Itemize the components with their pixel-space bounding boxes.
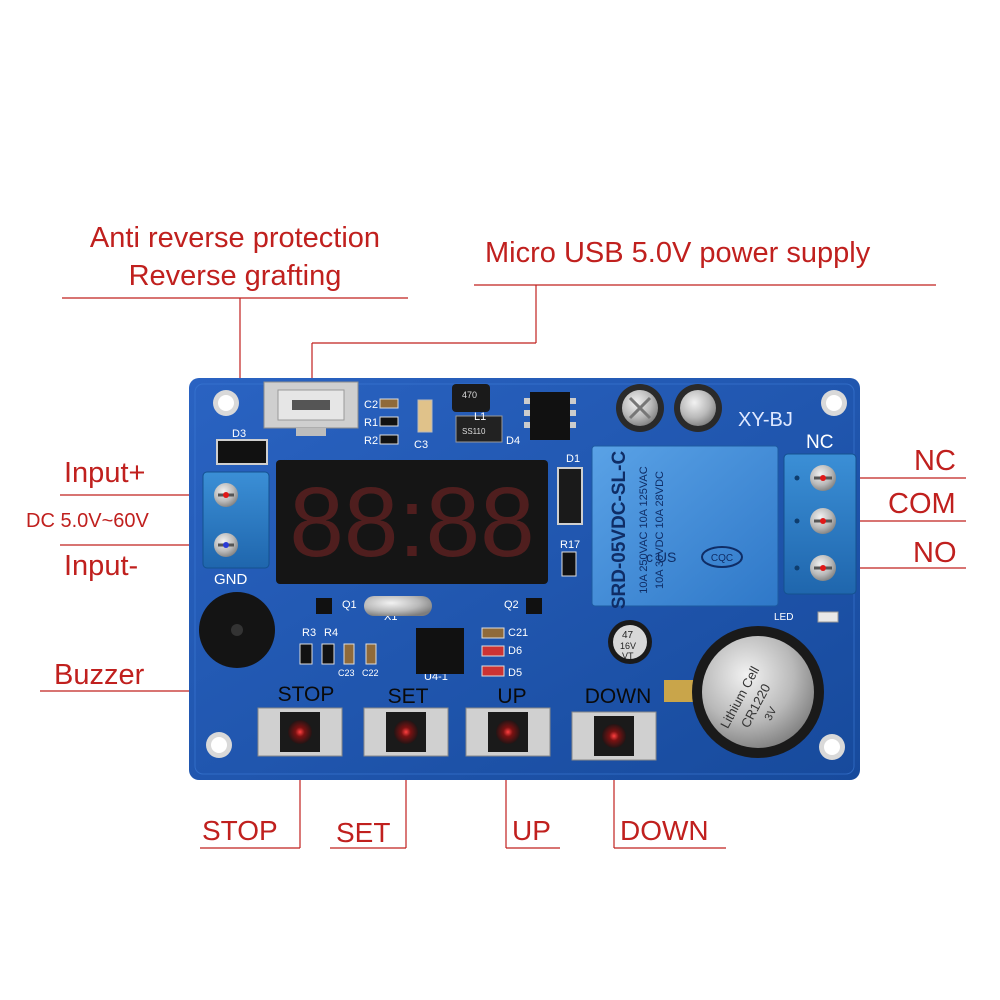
mid-components: [299, 596, 542, 677]
label-d4: D4: [506, 435, 520, 447]
buzzer-component: [199, 592, 275, 668]
relay-rating-1: 10A 250VAC 10A 125VAC: [638, 466, 650, 593]
callout-input-plus: Input+: [64, 457, 146, 489]
inductor-marking: 470: [462, 390, 477, 400]
relay-brand: c US: [646, 549, 676, 565]
callout-up: UP: [512, 815, 551, 846]
label-d1: D1: [566, 453, 580, 465]
input-terminal-block: [202, 471, 270, 569]
input-plus-marker: [223, 492, 229, 498]
callout-com: COM: [888, 488, 956, 520]
led-display: [276, 460, 548, 584]
callout-usb-power: Micro USB 5.0V power supply: [485, 237, 871, 269]
resistor-r17: [561, 551, 577, 577]
smd-components-top: [216, 384, 576, 465]
terminal-com-marker: [820, 518, 826, 524]
small-capacitor: [608, 620, 652, 664]
tactile-buttons: [257, 707, 657, 761]
terminal-no-marker: [820, 565, 826, 571]
callout-reverse-grafting: Reverse grafting: [128, 260, 342, 292]
terminal-nc-marker: [820, 475, 826, 481]
label-r4: R4: [324, 627, 338, 639]
btn-set-silkscreen: SET: [388, 685, 429, 708]
coin-cell-holder: [664, 626, 824, 758]
btn-stop-silkscreen: STOP: [278, 683, 335, 706]
relay-markings: SRD-05VDC-SL-C 10A 250VAC 10A 125VAC 10A…: [609, 451, 666, 610]
output-terminal-block: [783, 453, 857, 595]
btn-up-silkscreen: UP: [497, 685, 526, 708]
micro-usb-port: [263, 381, 359, 436]
callout-buzzer: Buzzer: [54, 659, 145, 691]
display-digits: 88:88: [289, 467, 534, 577]
cap-series: VT: [622, 651, 634, 661]
cell-voltage: 3V: [763, 705, 780, 723]
label-q1: Q1: [342, 599, 357, 611]
input-minus-marker: [223, 542, 229, 548]
relay-model: SRD-05VDC-SL-C: [609, 451, 630, 610]
label-c21: C21: [508, 627, 528, 639]
silkscreen-labels: D3 C2 R1 R2 C3 L1 D4 D1 R17 Q1 X1 Q2 R3 …: [232, 399, 793, 683]
btn-down-silkscreen: DOWN: [585, 685, 652, 708]
label-c23: C23: [338, 668, 355, 678]
label-l1: L1: [474, 411, 486, 423]
board-model: XY-BJ: [738, 409, 793, 431]
callout-down: DOWN: [620, 815, 709, 846]
label-d6: D6: [508, 645, 522, 657]
cap-voltage: 16V: [620, 641, 636, 651]
gnd-silkscreen: GND: [214, 571, 248, 588]
callout-input-range: DC 5.0V~60V: [26, 510, 149, 532]
callout-nc: NC: [914, 445, 956, 477]
cap-value: 47: [622, 630, 634, 641]
label-q2: Q2: [504, 599, 519, 611]
status-led: [817, 611, 839, 623]
callout-set: SET: [336, 817, 391, 848]
callout-anti-reverse: Anti reverse protection: [89, 222, 381, 254]
label-r3: R3: [302, 627, 316, 639]
label-d3: D3: [232, 428, 246, 440]
label-d5: D5: [508, 667, 522, 679]
label-r1: R1: [364, 417, 378, 429]
mounting-holes: [206, 390, 847, 760]
callout-no: NO: [913, 537, 957, 569]
diode-marking: SS110: [462, 427, 486, 436]
label-r2: R2: [364, 435, 378, 447]
relay-rating-2: 10A 30VDC 10A 28VDC: [654, 471, 666, 589]
callout-stop: STOP: [202, 815, 278, 846]
electrolytic-capacitors: [616, 384, 722, 432]
relay-cert: CQC: [711, 553, 733, 564]
label-c3: C3: [414, 439, 428, 451]
label-c22: C22: [362, 668, 379, 678]
label-r17: R17: [560, 539, 580, 551]
label-led: LED: [774, 612, 793, 623]
callout-input-minus: Input-: [64, 550, 139, 582]
diode-d1: [557, 467, 583, 525]
terminal-nc-silkscreen: NC: [806, 432, 833, 453]
label-c2: C2: [364, 399, 378, 411]
relay-cert-mark: [701, 546, 743, 568]
